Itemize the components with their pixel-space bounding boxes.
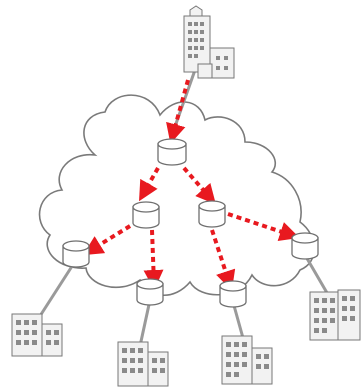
office-building-icon	[117, 341, 169, 387]
router-edge-bottom-right	[219, 280, 247, 308]
link-bottom-right	[231, 301, 245, 339]
arrow-right-to-edge-right	[227, 212, 300, 242]
arrow-left-to-edge-bottom	[143, 229, 164, 290]
router-edge-left	[62, 240, 90, 268]
router-edge-bottom-left	[136, 278, 164, 306]
router-mid-right	[198, 200, 226, 228]
link-bottom-left	[138, 299, 152, 347]
router-mid-left	[132, 201, 160, 229]
access-links	[38, 69, 332, 347]
arrow-core-to-right-router	[182, 166, 216, 205]
network-cloud	[38, 94, 315, 296]
arrow-source-to-core	[166, 79, 190, 144]
office-building-icon	[309, 289, 361, 341]
office-building-icon	[11, 313, 63, 357]
link-left	[38, 259, 78, 317]
arrow-right-to-edge-bottom	[210, 229, 236, 291]
link-right	[303, 254, 332, 299]
multicast-arrows	[82, 79, 300, 291]
router-edge-right	[291, 232, 319, 260]
office-building-icon	[221, 335, 273, 385]
router-core	[157, 138, 187, 166]
tower-building-icon	[183, 5, 235, 79]
